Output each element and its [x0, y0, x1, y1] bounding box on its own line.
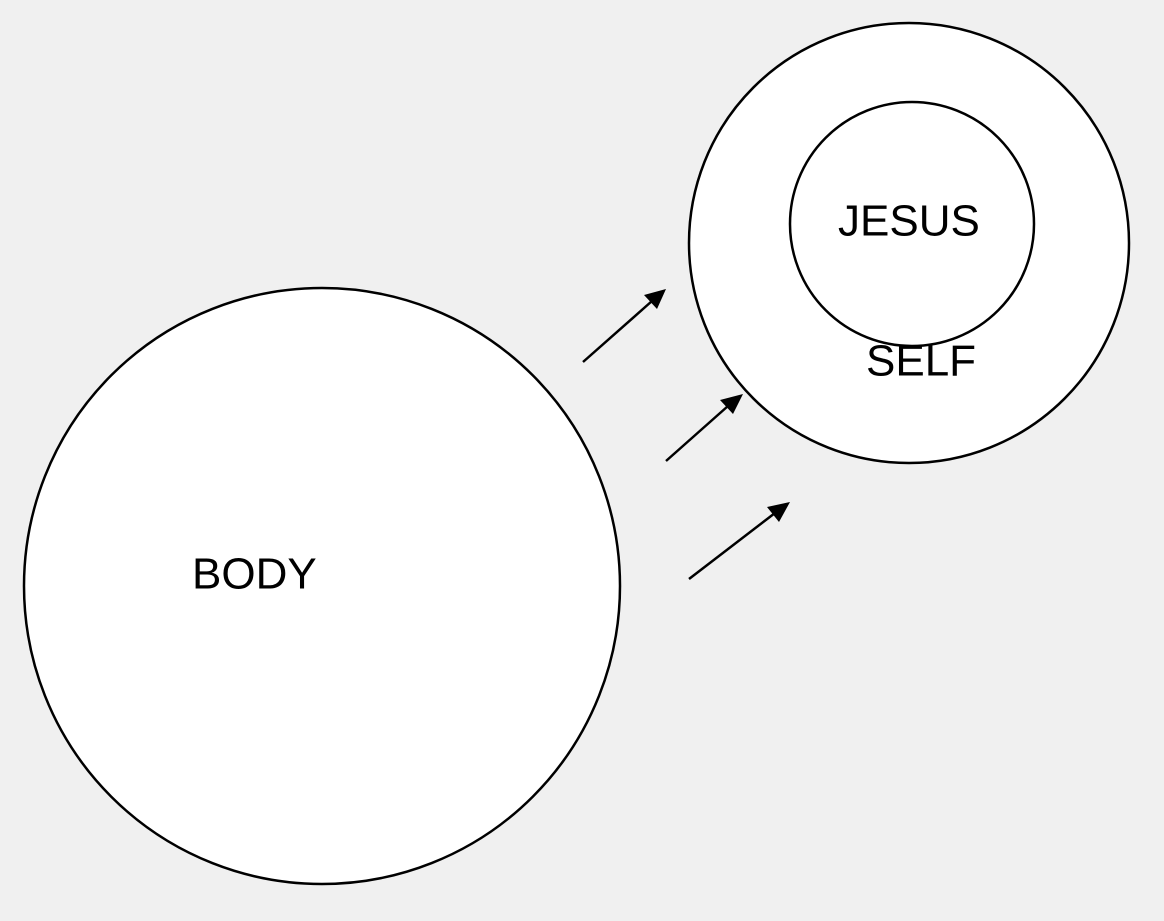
- jesus-circle: [788, 100, 1036, 348]
- arrow-1: [582, 289, 666, 363]
- body-circle: [22, 286, 622, 886]
- arrow-3-line: [688, 512, 776, 580]
- arrow-2-head: [720, 394, 743, 414]
- arrow-3-head: [767, 502, 790, 522]
- body-label: BODY: [192, 550, 317, 599]
- arrow-3: [688, 502, 790, 580]
- arrow-2: [665, 394, 743, 462]
- body-node: BODY: [22, 286, 622, 886]
- arrow-1-head: [644, 289, 666, 309]
- jesus-node: JESUS: [788, 100, 1036, 348]
- arrow-1-line: [582, 300, 653, 363]
- arrow-2-line: [665, 405, 729, 462]
- jesus-label: JESUS: [838, 197, 980, 246]
